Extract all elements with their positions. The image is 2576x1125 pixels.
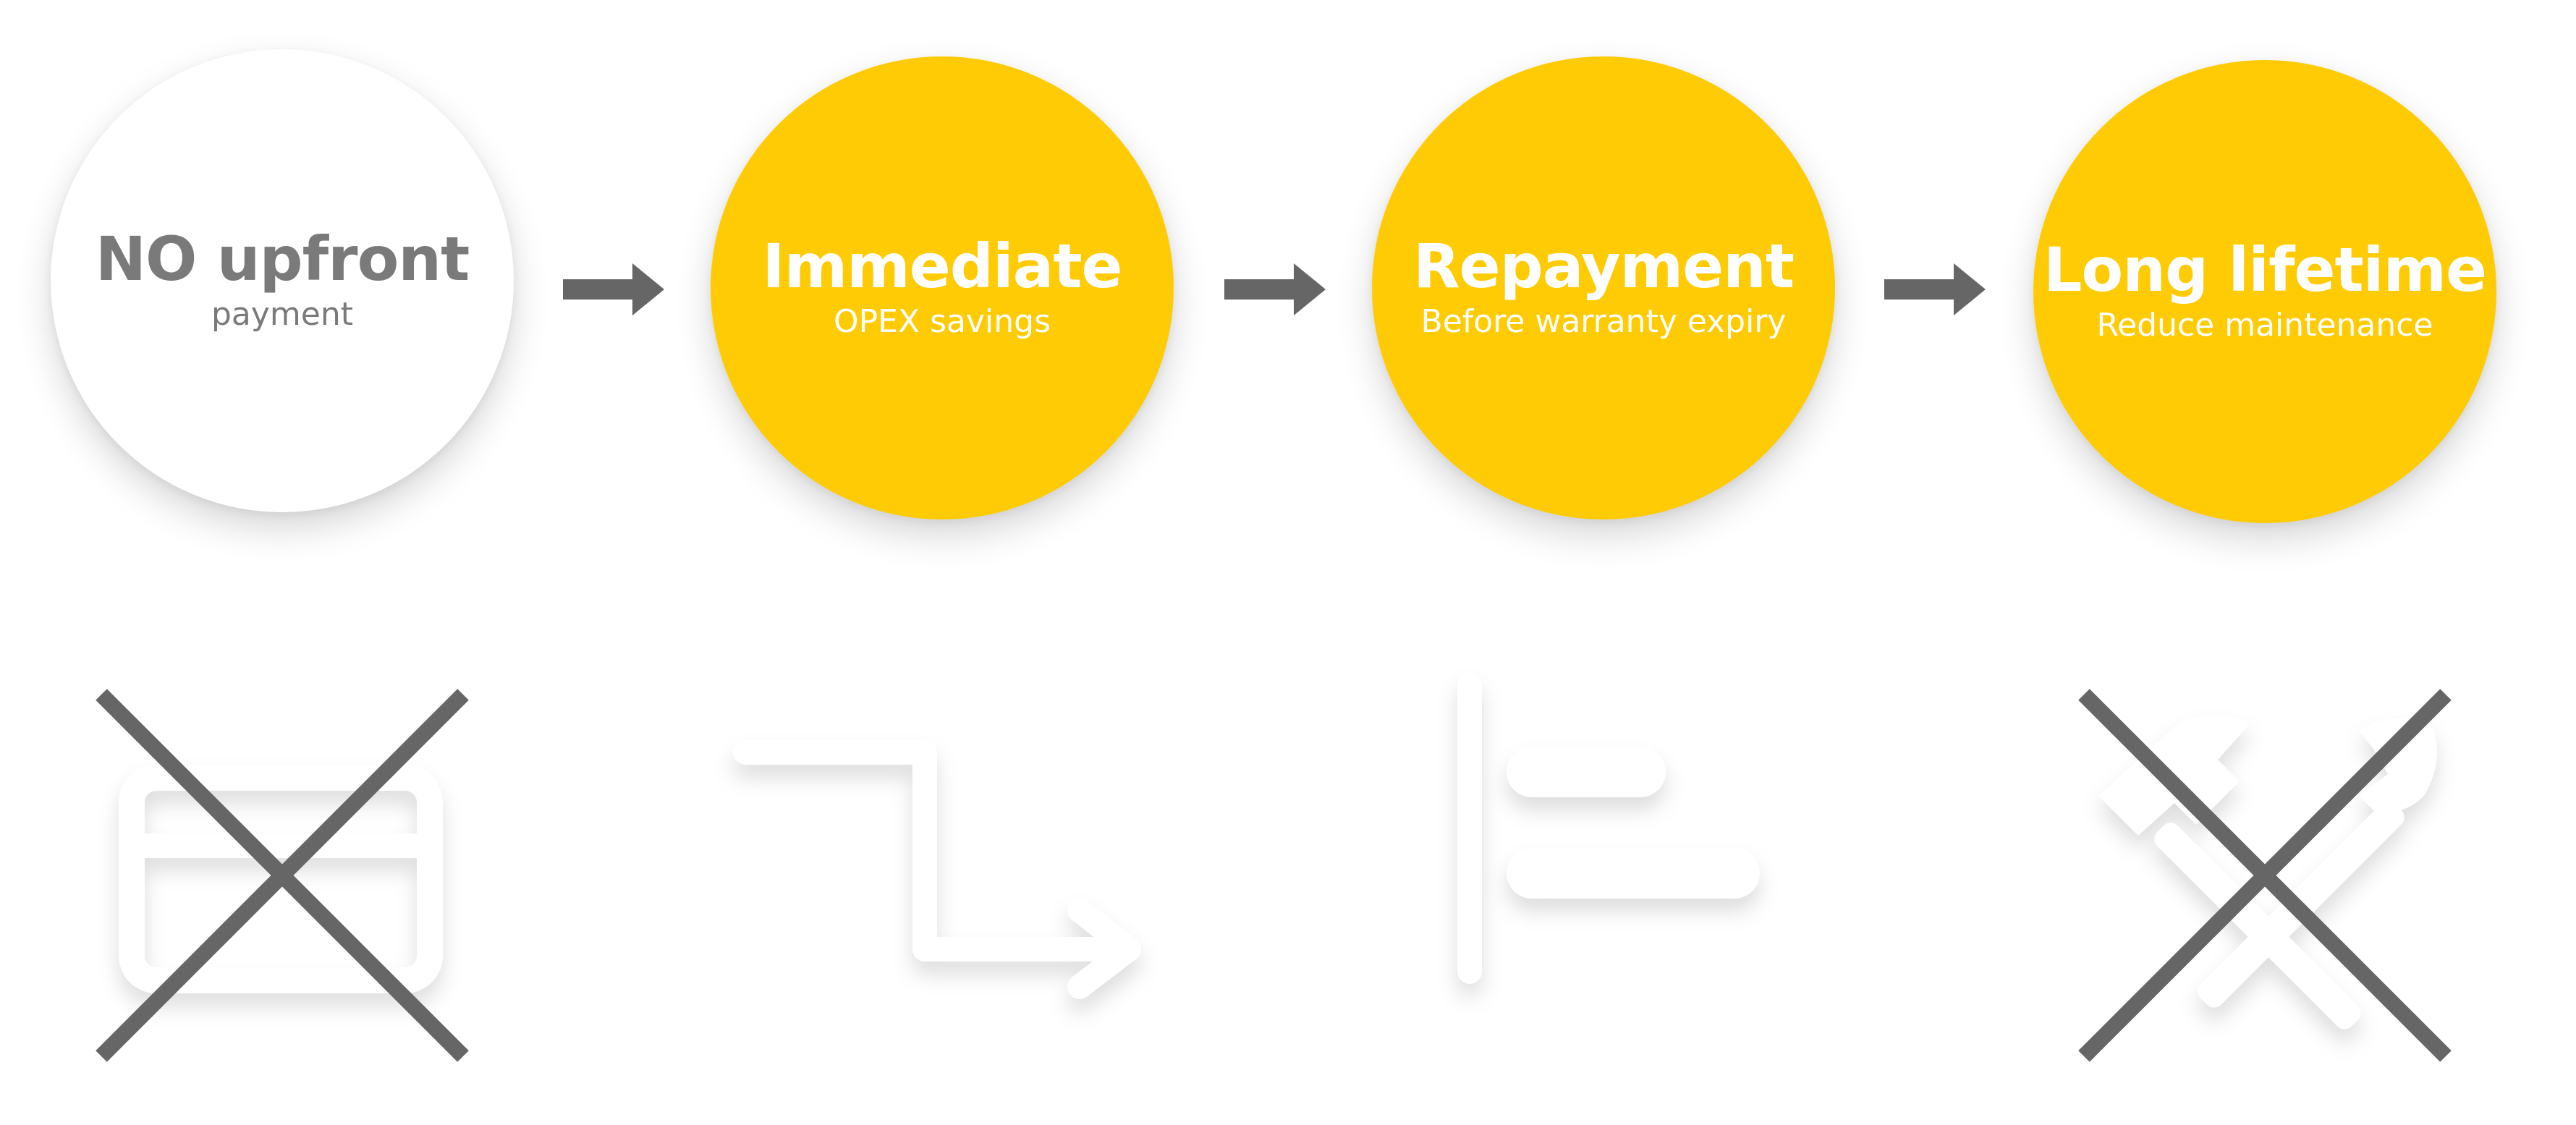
- step-circle-no-upfront: NO upfront payment: [51, 49, 514, 512]
- horizontal-bars-icon: [1457, 673, 1760, 984]
- step-circle-immediate: Immediate OPEX savings: [711, 56, 1174, 519]
- right-arrow-icon: [1224, 263, 1326, 315]
- right-arrow-icon: [563, 263, 664, 315]
- step-subtitle: OPEX savings: [834, 302, 1051, 340]
- step-title: Repayment: [1412, 231, 1795, 302]
- hammer-wrench-icon: [2078, 689, 2452, 1062]
- cross-out-icon: [96, 689, 469, 1062]
- step-subtitle: Before warranty expiry: [1420, 302, 1787, 340]
- step-subtitle: Reduce maintenance: [2096, 306, 2433, 344]
- step-circle-long-lifetime: Long lifetime Reduce maintenance: [2033, 60, 2496, 523]
- step-title: Long lifetime: [2043, 234, 2487, 306]
- step-title: NO upfront: [95, 224, 470, 295]
- step-down-arrow-icon: [733, 740, 1141, 999]
- right-arrow-icon: [1884, 263, 1986, 315]
- step-circle-repayment: Repayment Before warranty expiry: [1372, 56, 1835, 519]
- step-subtitle: payment: [211, 295, 353, 333]
- cross-out-icon: [2078, 689, 2452, 1062]
- step-title: Immediate: [762, 231, 1122, 302]
- credit-card-icon: [96, 689, 469, 1062]
